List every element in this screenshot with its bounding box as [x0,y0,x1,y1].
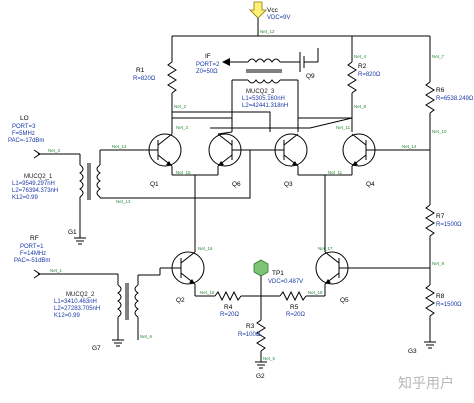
resistor-r7 [425,204,435,237]
net-label: Net_2 [174,104,187,109]
r2-value: R=820Ω [358,72,381,78]
q5-label: Q5 [340,297,349,304]
net-label: Net_1 [50,268,63,273]
r5-value: R=20Ω [286,312,306,318]
g7-label: G7 [92,345,101,352]
mucq2-2-name: MUCQ2_2 [66,292,95,298]
net-label: Net_4 [354,54,367,59]
tp1-name: TP1 [272,270,284,277]
r1-value: R=820Ω [133,76,156,82]
rf-pac: PAC=-51dBm [14,258,50,264]
r4-name: R4 [224,304,233,311]
mucq2-1-k: K12=0.99 [12,195,39,201]
q1-label: Q1 [150,181,159,188]
mucq2-2-l1: L1=3410.463nH [54,299,97,305]
r7-value: R=1500Ω [436,222,462,228]
net-label: Net_16 [198,246,213,251]
net-label: Net_17 [318,246,333,251]
lo-name: LO [20,115,29,122]
q6-label: Q6 [232,181,241,188]
mucq2-1-primary-coil [79,164,84,198]
r3-name: R3 [246,323,255,330]
if-port: PORT=2 [196,62,220,68]
net-label: Net_14 [402,144,417,149]
net-label: Net_3 [48,148,61,153]
mucq2-1-l2: L2=76394.373nH [12,188,58,194]
r7-name: R7 [436,213,445,220]
watermark: 知乎用户 [398,375,454,392]
net-label: Net_11 [336,125,351,130]
lo-freq: F=5MHz [12,131,35,137]
tp1-value: VDC=0.487V [268,279,303,285]
q3-label: Q3 [284,181,293,188]
net-label: Net_9 [432,261,445,266]
net-label: Net_3 [176,125,189,130]
g3-label: G3 [408,348,417,355]
net-label: Net_10 [432,129,447,134]
mucq2-3-primary-coil [247,58,281,63]
vcc-symbol [249,1,267,19]
resistor-r3 [256,319,266,352]
rf-port: PORT=1 [20,244,44,250]
q9-label: Q9 [306,73,315,80]
r2-name: R2 [358,63,367,70]
r3-value: R=100Ω [238,332,261,338]
net-label: Net_12 [260,29,275,34]
if-z: Z0=50Ω [196,69,218,75]
resistor-r4 [214,290,242,302]
net-label: Net_7 [432,54,445,59]
mucq2-3-l1: L1=5305.160nH [242,96,285,102]
g2-label: G2 [256,373,265,380]
vcc-name: Vcc [267,7,279,14]
r5-name: R5 [290,304,299,311]
resistor-r5 [279,290,307,302]
r1-name: R1 [136,67,145,74]
resistor-r2 [347,61,357,94]
resistor-r1 [167,61,177,94]
rf-freq: F=14MHz [20,251,46,257]
r6-name: R6 [436,87,445,94]
net-label: Net_6 [140,334,153,339]
net-label: Net_11 [328,170,343,175]
net-label: Net_5 [263,356,276,361]
net-label: Net_15 [176,170,191,175]
mucq2-2-k: K12=0.99 [54,313,81,319]
mucq2-2-secondary-coil [134,284,139,318]
g1-label: G1 [68,229,77,236]
net-label: Net_19 [308,290,323,295]
mucq2-1-l1: L1=9549.297nH [12,181,55,187]
r4-value: R=20Ω [220,312,240,318]
mucq2-1-secondary-coil [96,164,101,198]
mucq2-1-name: MUCQ2_1 [24,174,53,180]
if-port-arrow [222,58,230,66]
q2-label: Q2 [176,297,185,304]
mucq2-2-primary-coil [117,284,122,318]
net-label: Net_18 [200,290,215,295]
resistor-r6 [425,81,435,114]
mucq2-3-l2: L2=42441.318nH [242,103,288,109]
q4-label: Q4 [366,181,375,188]
if-name: IF [205,53,211,60]
vcc-value: VDC=9V [267,15,291,21]
mucq2-3-secondary-coil [247,79,281,84]
r6-value: R=6538.249Ω [436,96,474,102]
mucq2-2-l2: L2=27283.705nH [54,306,100,312]
net-label: Net_14 [112,144,127,149]
net-label: Net_13 [116,199,131,204]
r8-value: R=1500Ω [436,302,462,308]
r8-name: R8 [436,293,445,300]
mucq2-3-name: MUCQ2_3 [246,89,275,95]
tp1-symbol [253,259,269,277]
lo-pac: PAC=-17dBm [8,138,44,144]
lo-port: PORT=3 [12,124,36,130]
net-label: Net_8 [354,104,367,109]
rf-name: RF [30,235,39,242]
resistor-r8 [425,284,435,317]
